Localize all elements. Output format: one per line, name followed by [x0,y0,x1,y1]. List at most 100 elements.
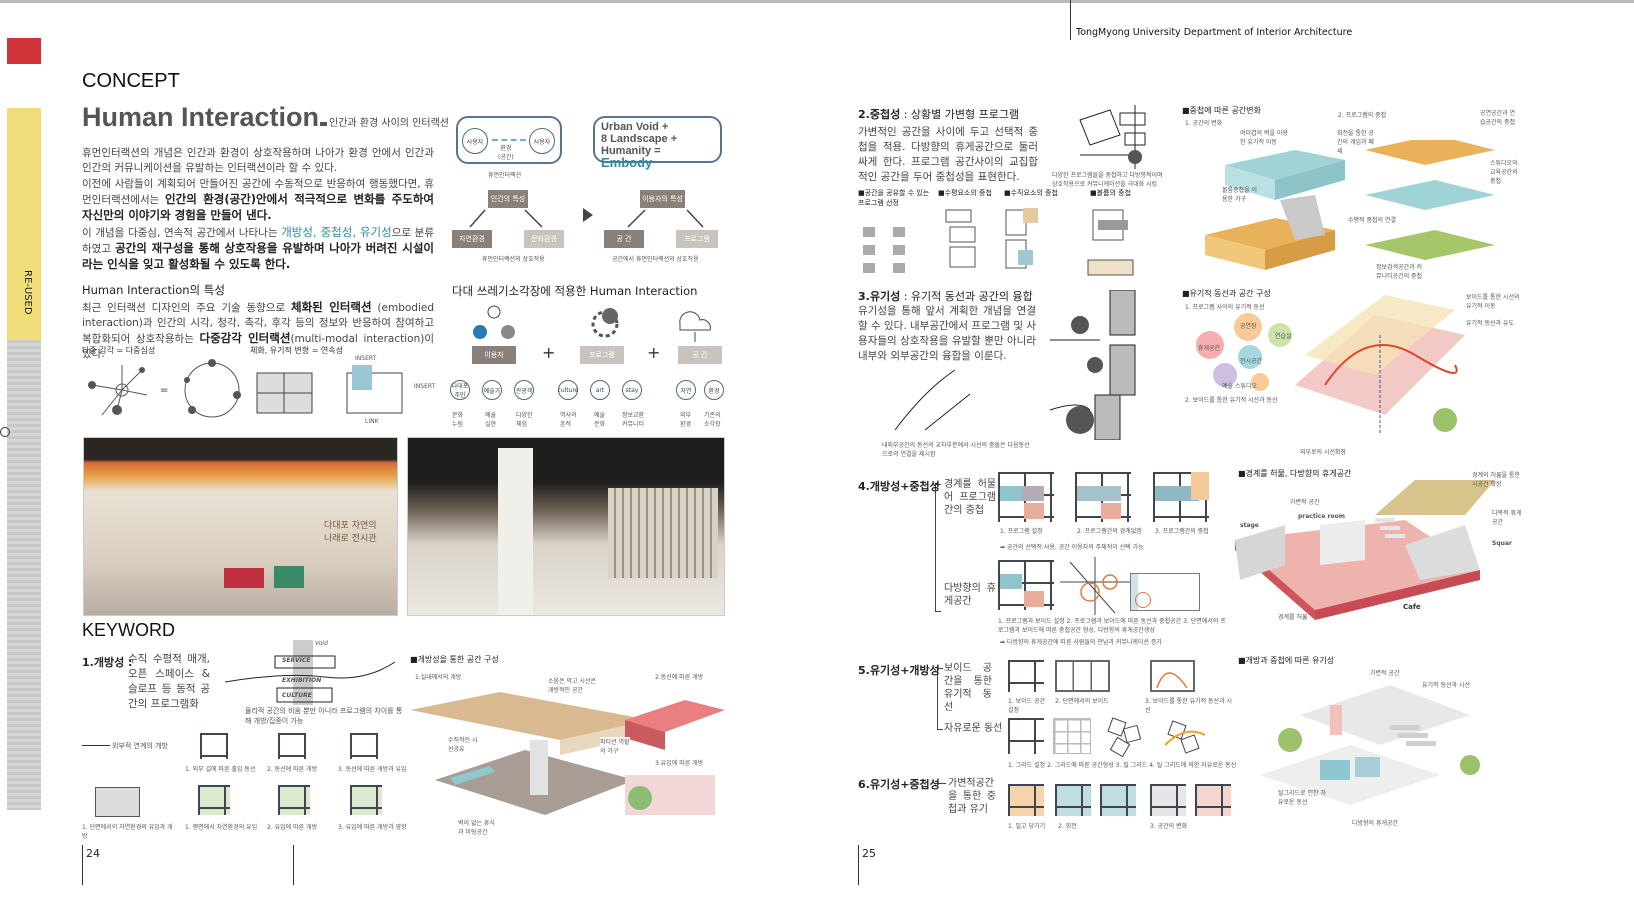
item-node: stay [622,380,642,400]
diagram-label: 2. 보이드를 통한 유기적 시선과 동선 [1185,397,1278,404]
item-node: art [590,380,610,400]
step-caption: 2. 회전 [1058,823,1077,830]
step-caption: 1. 프로그램과 보이드 설정 [998,618,1065,625]
section-marker [7,38,41,64]
step-caption: 3. 틸 그리드 [1115,762,1148,769]
item-sub: 기존의 소각장 [704,412,721,428]
diagram-label: 예술 스튜디오 [1222,383,1258,390]
rest-space-illustration [1235,480,1495,620]
text: 으로 분류하였고 [82,227,435,255]
diagram-label: 틸그리드로 인한 자유로운 동선 [1278,790,1326,806]
diagram-label: 3.유입에 따른 개방 [655,760,704,767]
grid-diagram [1075,472,1131,522]
step-caption: 3. 공간의 변화 [1150,823,1188,830]
section-6-title: 6.유기성+중첩성 [858,776,940,792]
step-caption: 1. 외부 길에 따른 출입 동선 [185,766,256,773]
item-node: culture [558,380,578,400]
sub-heading: ■중첩에 따른 공간변화 [1182,106,1261,115]
text: 6.유기성+중첩성 [858,778,940,791]
grid-diagram [278,733,306,759]
diagram-label: 공연장 [1240,323,1257,330]
section-2-title: 2.중첩성 : 상황별 가변형 프로그램 [858,108,1020,121]
concept-paragraph-1: 휴먼인터랙션의 개념은 인간과 환경이 상호작용하며 나아가 환경 안에서 인간… [82,147,434,174]
interaction-arrow [492,139,526,141]
page-title: Human Interaction [82,102,320,132]
feature-paragraph: 최근 인터랙션 디자인의 주요 기술 동향으로 체화된 인터랙션 (embodi… [82,300,434,362]
diagram-label: 스튜디오와 교육공간의 중첩 [1490,160,1518,185]
diagram-label: 파티션 역할의 가구 [600,737,630,755]
bracket [935,484,941,612]
sub-heading: ■볼륨의 중첩 [1090,189,1132,197]
note: ➡ 공간의 선택적 사용, 공간 이용자의 주체적이 선택 가능 [1000,544,1144,551]
diagram-label: 경계의 허묾을 통한 시공간 확장 [1472,472,1520,488]
section-6-a: 가변적공간을 통한 중첩과 유기 [948,778,996,815]
section-2-caption: 다양한 프로그램들을 중첩하고 다방향적이며 상호작용으로 커뮤니케이션을 극대… [1052,172,1163,188]
sketch-word: CULTURE [282,692,312,699]
text: 상황별 가변형 프로그램 [910,108,1020,121]
diagram-label: 유기적 동선과 유도 [1466,320,1514,327]
triangle-node: 자연환경 [452,230,492,248]
step-caption: 1. 프로그램 설정 [1000,528,1043,535]
diagram-label: 다목적 휴게공간 [1492,510,1522,526]
keyword-1-title: 1.개방성 : [82,654,132,670]
step-captions: 1. 프로그램과 보이드 설정 2. 프로그램과 보이드에 따른 동선과 중첩공… [998,616,1228,634]
grid-diagram [998,560,1054,610]
step-caption: 2. 프로그램간의 경계없앰 [1077,528,1142,535]
title-subtitle: 인간과 환경 사이의 인터랙션 [329,118,449,129]
text-emphasis: 공간의 재구성을 통해 상호작용을 유발하며 나아가 버려진 시설이라는 인식을… [82,241,434,271]
concept-heading: CONCEPT [82,70,180,92]
section-2-text: 가변적인 공간을 사이에 두고 선택적 중첩을 적용. 다방향의 휴게공간으로 … [858,126,1038,183]
grid-diagram [350,733,378,759]
item-node: 관광객 [514,380,534,400]
curve-icon [1156,672,1188,689]
text: (embodied interaction)과 인간의 시각, 청각, 촉각, … [82,302,434,345]
section-3-caption: 내외부공간의 동선의 교차부분에서 시선의 충돌은 다음동선으로의 연결을 제시… [882,442,1030,458]
diagram-caption: 휴먼인터랙션 [488,172,522,179]
diagram-label: 다방향의 휴게공간 [1352,820,1399,827]
bracket [937,668,943,730]
organic-sketch [1049,290,1136,440]
keyword-highlight: 개방성, 중첩성, 유기성 [281,225,392,239]
step-caption: 2. 프로그램과 보이드에 따른 동선과 중첩공간 [1066,618,1182,625]
openness-sketch [225,640,396,705]
triangle-node: 프로그램 [676,230,718,248]
section-diagram [1150,660,1195,692]
plus-sign: + [542,343,556,362]
item-node: 환경 [704,380,724,400]
step-caption: 3. 단면에서의 프로그램과 보이드에 따른 중첩공간 형성, 다방향의 휴게공… [998,618,1226,634]
keyword-heading: KEYWORD [82,620,176,640]
diagram-label: 유기적 동선과 시선 [1422,682,1470,689]
overlap-element-diagrams [863,208,1134,276]
section-4-a: 경계를 허물어 프로그램간의 중첩 [944,479,996,516]
grid-diagram [998,472,1054,522]
diagram-label: Cafe [1403,603,1421,611]
title-underscore [320,122,328,126]
organic-space-illustration [1295,295,1465,435]
triangle-node: 이용자의 특성 [640,190,685,208]
interior-render-photo-1: 다대포 자연의 나래로 전시관 [83,437,398,616]
external-label: 외부적 연계의 개방 [112,742,168,750]
diagram-label: 연습실 [1275,333,1292,340]
diagram-label: 여러겹의 벽을 이용한 유기적 이동 [1240,130,1288,146]
diagram-label: 경계를 허묾 [1278,614,1308,621]
group-space: 공 간 [678,346,722,364]
interior-render-photo-2 [407,437,725,616]
group-user: 이용자 [472,346,516,364]
step-caption: 1. 평면에서 자연환경의 유입 [185,824,258,831]
grid-diagram [198,785,230,815]
text-emphasis: 체화된 인터랙션 [290,300,372,314]
diagram-label: 1. 프로그램 사이의 유기적 동선 [1185,304,1265,311]
embody-label: 체화, 유기적 변형 = 연속성 [250,346,344,355]
sub-heading: ■유기적 동선과 공간 구성 [1182,289,1271,298]
text: 4.개방성+중첩성 [858,480,940,493]
step-caption: 3. 유입에 따른 개방과 영향 [338,824,407,831]
open-space-illustration [410,692,725,815]
insert-label: INSERT [355,355,377,362]
link-label: LINK [365,418,379,425]
diagram-label: 가변적 공간 [1290,499,1320,506]
sub-heading: ■개방과 중첩에 따른 유기성 [1238,656,1335,665]
step-caption: 4. 틸 그리드에 의한 자유로운 동선 [1149,762,1237,769]
diagram-label: stage [1240,522,1259,529]
grid-diagram [1053,718,1091,754]
text: 이전에 사람들이 계획되어 만들어진 공간에 수동적으로 반응하여 행동했다면,… [82,178,434,206]
